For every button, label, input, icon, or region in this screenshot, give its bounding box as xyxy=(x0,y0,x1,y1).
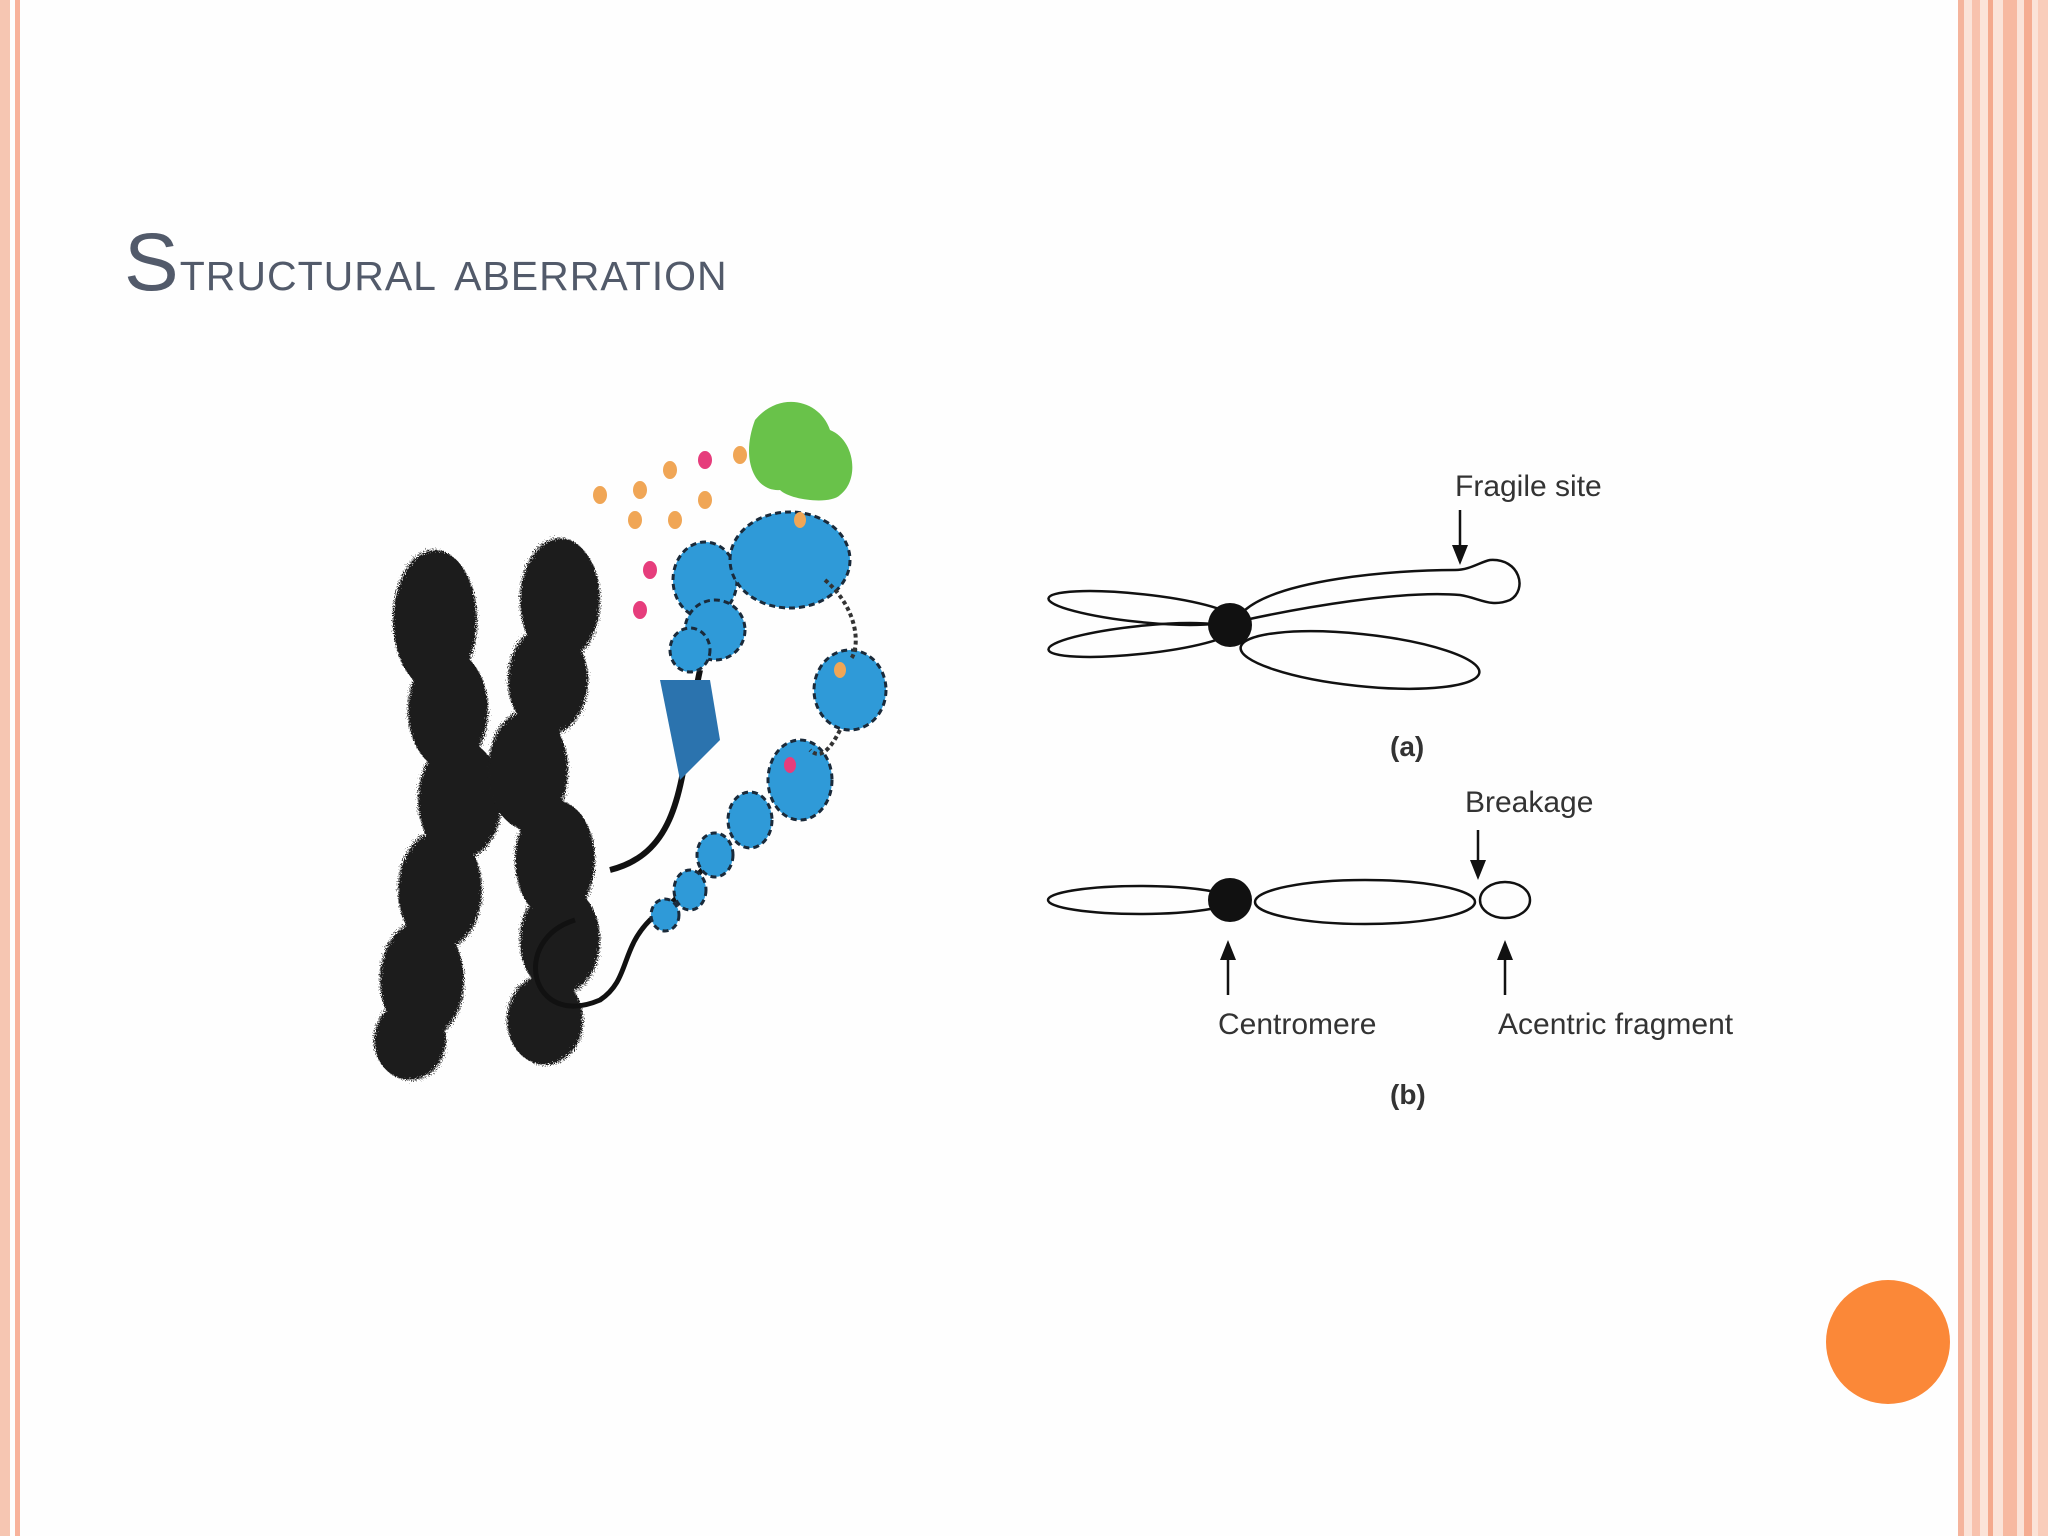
chromatid-left xyxy=(374,550,502,1080)
label-a: (a) xyxy=(1390,731,1424,762)
chromosome-b xyxy=(1046,878,1532,926)
slide-title: Structural aberration xyxy=(124,216,728,310)
right-border-stripe xyxy=(1958,0,1964,1536)
right-border-stripe xyxy=(2024,0,2032,1536)
chromosome-a xyxy=(1047,558,1521,690)
coiled-fiber xyxy=(660,680,720,780)
label-b: (b) xyxy=(1390,1079,1426,1110)
label-breakage: Breakage xyxy=(1465,786,1593,819)
centromere-a xyxy=(1208,603,1252,647)
fragile-site-arrowhead xyxy=(1452,545,1468,565)
linker-dna xyxy=(823,578,858,662)
accent-circle xyxy=(1826,1280,1950,1404)
centromere-b xyxy=(1208,878,1252,922)
protein-complex xyxy=(749,401,853,501)
left-border-stripe xyxy=(15,0,20,1536)
label-fragile-site: Fragile site xyxy=(1455,470,1602,503)
right-border-stripe xyxy=(1988,0,1993,1536)
breakage-arrowhead xyxy=(1470,860,1486,880)
chromatid-right xyxy=(488,538,600,1065)
label-centromere: Centromere xyxy=(1218,1008,1376,1041)
left-border-stripe xyxy=(0,0,10,1536)
right-border-stripe xyxy=(2038,0,2048,1536)
right-border-stripe xyxy=(2003,0,2017,1536)
label-acentric-fragment: Acentric fragment xyxy=(1498,1008,1734,1041)
acentric-arrowhead xyxy=(1497,940,1513,960)
fragile-site-diagram: Fragile site (a) Breakage Centromere Ace… xyxy=(1046,470,1734,1110)
title-rest: tructural aberration xyxy=(179,238,728,303)
chromosome-illustration xyxy=(374,401,888,1080)
right-border-stripe xyxy=(1972,0,1980,1536)
title-initial: S xyxy=(124,217,180,308)
centromere-arrowhead xyxy=(1220,940,1236,960)
nucleosomes xyxy=(649,510,888,933)
scattered-molecules xyxy=(593,446,846,773)
